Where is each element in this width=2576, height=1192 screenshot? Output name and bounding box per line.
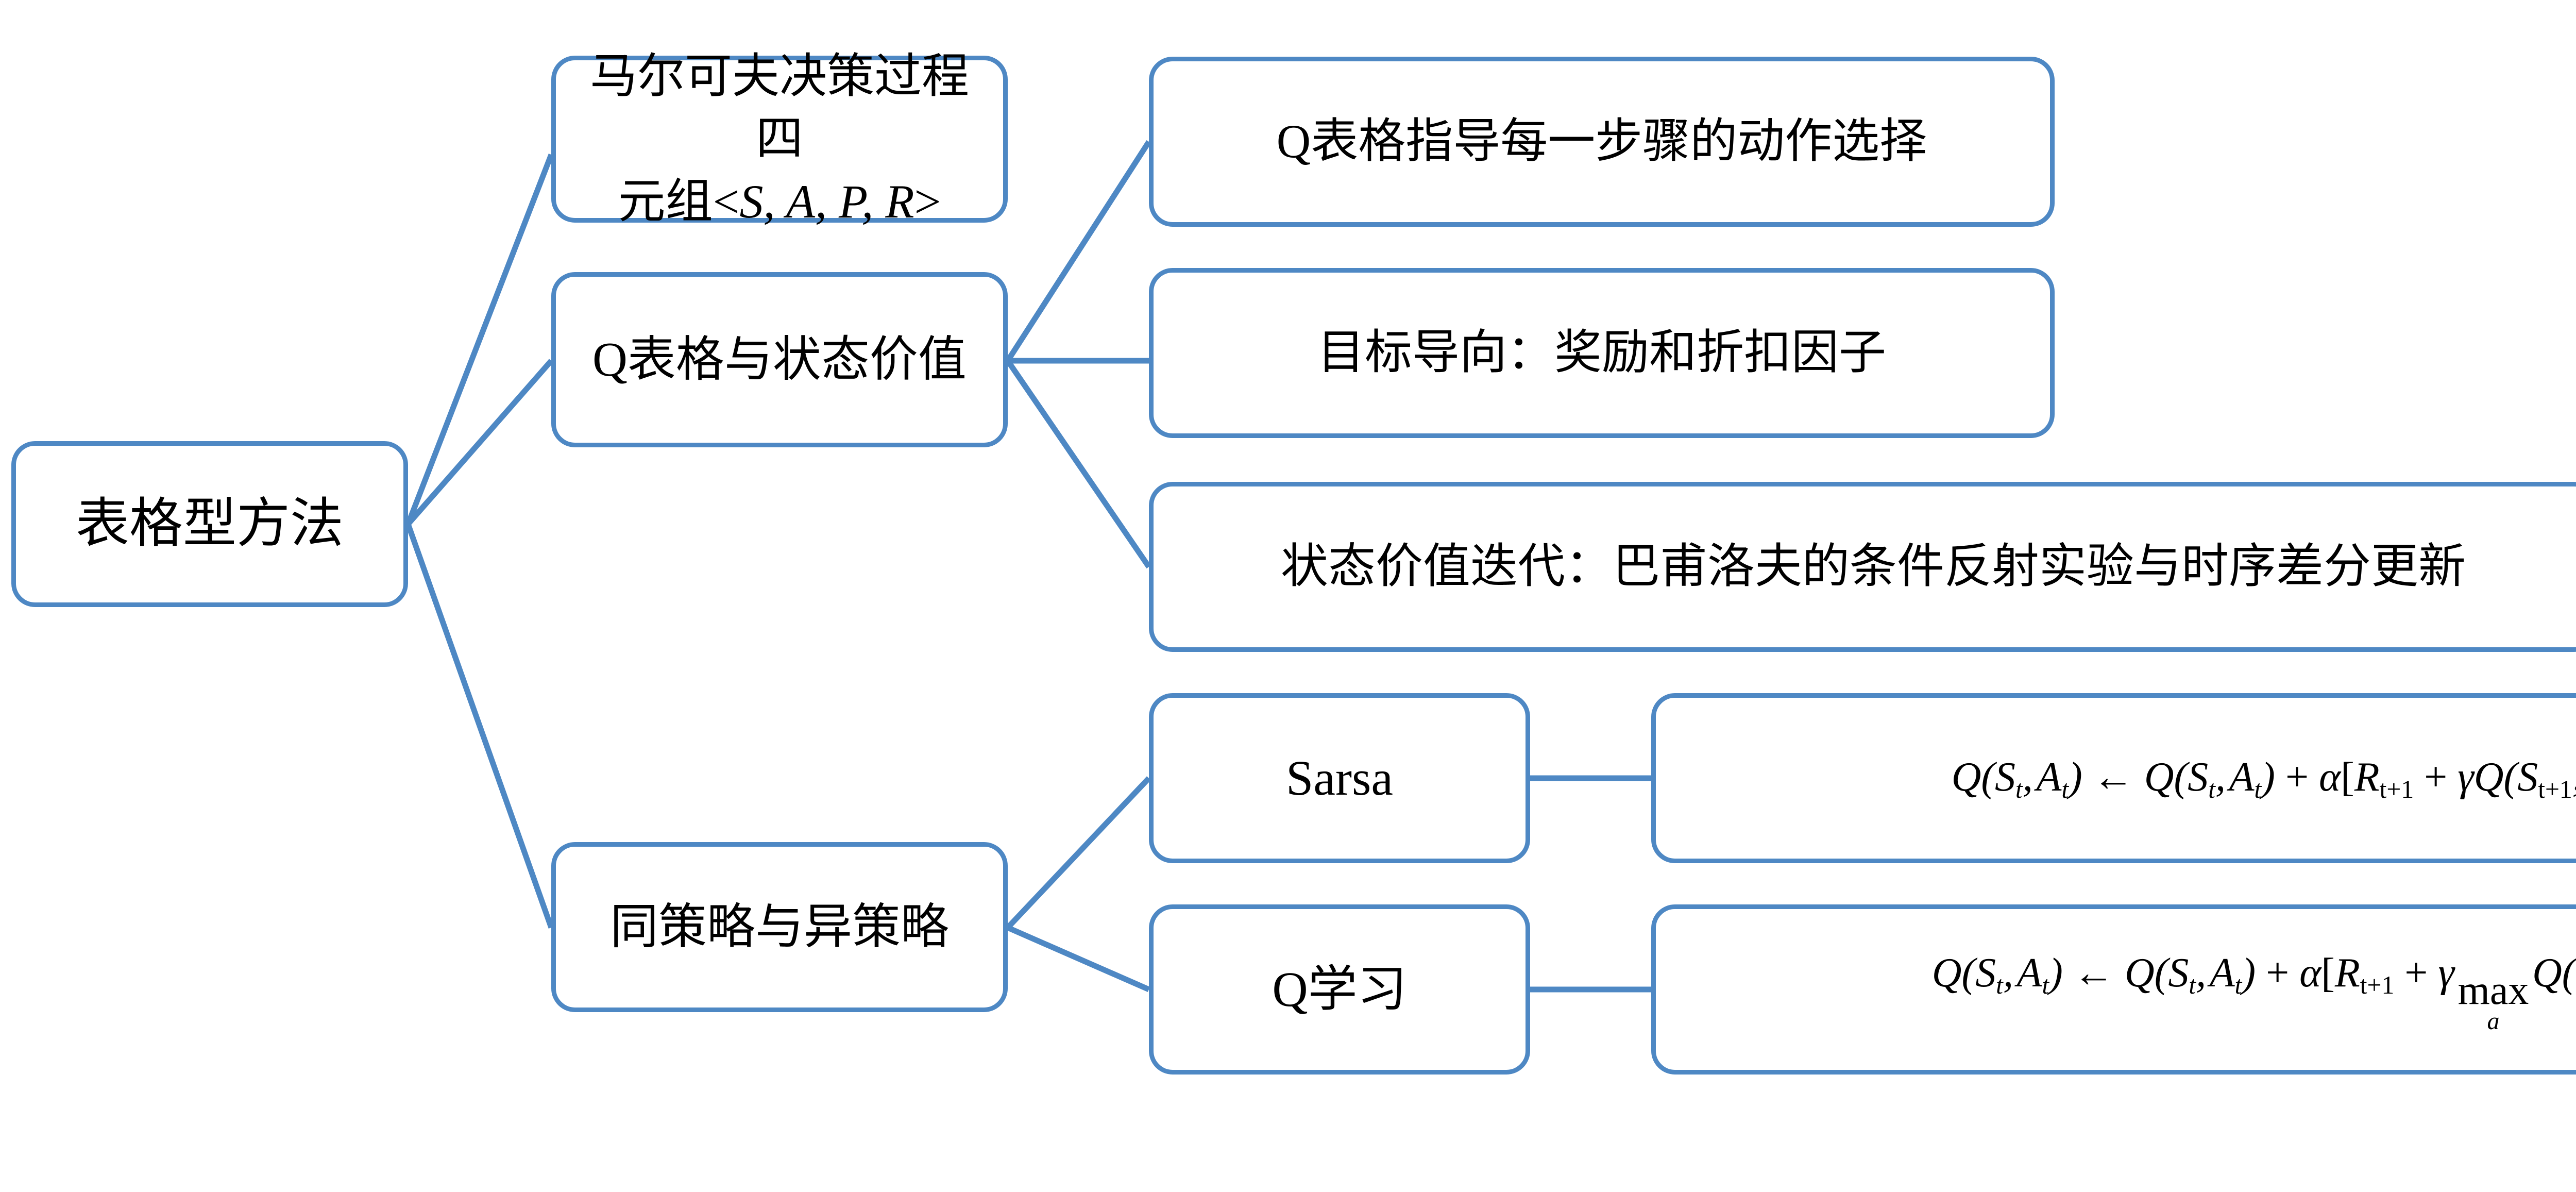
node-qtable-label: Q表格与状态价值: [592, 332, 967, 387]
node-mdp[interactable]: 马尔可夫决策过程四元组<S, A, P, R>: [551, 50, 1008, 228]
node-mdp-line1: 马尔可夫决策过程四: [589, 49, 969, 165]
node-policy-label: 同策略与异策略: [609, 900, 949, 954]
edge-policy-to-qlearning: [1006, 925, 1150, 993]
edge-root-to-mdp: [405, 154, 554, 525]
node-sarsa-formula[interactable]: Q(St, At) ← Q(St, At) + α[Rt+1 + γQ(St+1…: [1651, 693, 2576, 863]
node-qtable-child-3-label: 状态价值迭代：巴甫洛夫的条件反射实验与时序差分更新: [1280, 540, 2466, 593]
node-qtable-child-2[interactable]: 目标导向：奖励和折扣因子: [1149, 268, 2055, 438]
node-qlearning-label: Q学习: [1272, 961, 1407, 1017]
node-qtable[interactable]: Q表格与状态价值: [551, 272, 1008, 447]
node-policy[interactable]: 同策略与异策略: [551, 842, 1008, 1012]
node-mdp-line2-suffix: >: [914, 175, 941, 228]
edge-root-to-qtable: [405, 359, 554, 526]
node-sarsa-formula-text: Q(St, At) ← Q(St, At) + α[Rt+1 + γQ(St+1…: [1951, 754, 2576, 803]
node-sarsa-label: Sarsa: [1286, 750, 1393, 805]
edge-qtable-to-b1: [1005, 140, 1151, 362]
node-root[interactable]: 表格型方法: [11, 441, 408, 607]
node-qtable-child-1-label: Q表格指导每一步骤的动作选择: [1276, 115, 1927, 168]
node-qlearning[interactable]: Q学习: [1149, 904, 1530, 1075]
node-mdp-label: 马尔可夫决策过程四元组<S, A, P, R>: [567, 45, 992, 233]
node-mdp-tuple: S, A, P, R: [739, 175, 914, 228]
edge-root-to-policy: [405, 523, 554, 929]
node-qtable-child-2-label: 目标导向：奖励和折扣因子: [1317, 326, 1886, 379]
node-qtable-child-3[interactable]: 状态价值迭代：巴甫洛夫的条件反射实验与时序差分更新: [1149, 482, 2576, 652]
edge-policy-to-sarsa: [1006, 776, 1151, 930]
node-root-label: 表格型方法: [75, 494, 344, 554]
node-mdp-line2-prefix: 元组<: [618, 175, 740, 228]
node-qtable-child-1[interactable]: Q表格指导每一步骤的动作选择: [1149, 57, 2055, 227]
node-sarsa[interactable]: Sarsa: [1149, 693, 1530, 863]
edge-qtable-to-b3: [1005, 359, 1151, 569]
